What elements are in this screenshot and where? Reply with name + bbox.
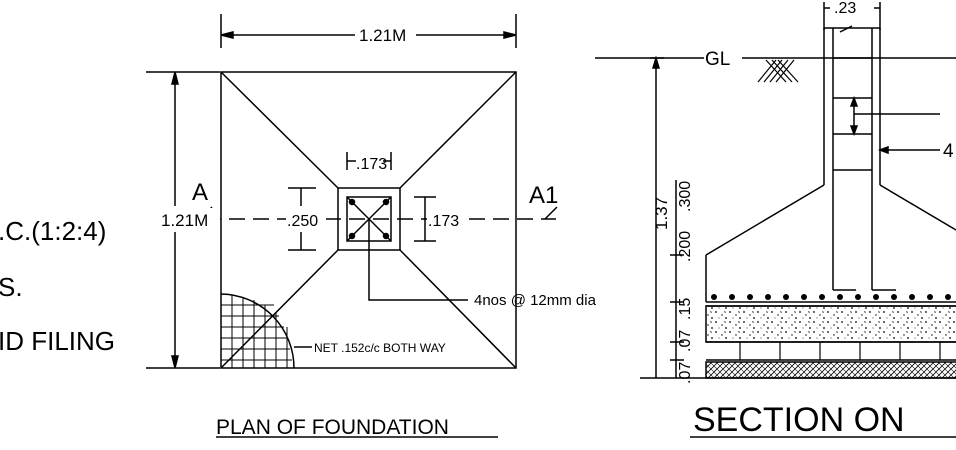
footing-outline [220, 71, 517, 369]
section-labels: .23 GL 4 1.37 .300 .200 .15 .07 .07 SECT… [652, 0, 954, 439]
section-label-end: A1 [529, 182, 558, 209]
plan-width-label: 1.21M [359, 26, 406, 45]
layer-dim-15: .15 [677, 298, 694, 320]
plan-height-dimension [146, 71, 220, 369]
section-drawing [595, 2, 956, 438]
plan-of-foundation [146, 14, 558, 438]
section-title: SECTION ON [693, 401, 905, 439]
section-rebar-dots [711, 294, 951, 300]
ground-hatch [757, 59, 799, 83]
note-line-3: ID FILING [0, 326, 115, 356]
left-notes: .C.(1:2:4) S. ID FILING [0, 216, 115, 356]
layer-dim-300: .300 [677, 181, 694, 212]
section-top-dim: .23 [834, 0, 856, 17]
plan-title: PLAN OF FOUNDATION [216, 416, 449, 439]
plan-labels: 1.21M 1.21M A A1 .173 .250 .173 4nos @ 1… [160, 24, 597, 439]
column-top-dim: .173 [356, 156, 387, 173]
section-right-label: 4 [943, 141, 954, 162]
column-left-dim: .250 [287, 213, 318, 230]
layer-dim-200: .200 [677, 231, 694, 262]
ground-level-label: GL [705, 49, 730, 70]
plan-width-dimension [220, 14, 517, 48]
layer-dim-07b: .07 [677, 362, 694, 384]
layer-dim-07a: .07 [677, 330, 694, 352]
mesh-grid [221, 295, 292, 368]
depth-dim: 1.37 [652, 197, 671, 230]
mesh-note: NET .152c/c BOTH WAY [314, 341, 446, 355]
section-label-start: A [192, 179, 208, 206]
note-line-1: .C.(1:2:4) [0, 216, 106, 246]
column-right-dim: .173 [428, 213, 459, 230]
plan-height-label: 1.21M [161, 211, 208, 230]
note-line-2: S. [0, 272, 23, 302]
brick-joints [739, 342, 941, 360]
rebar-note: 4nos @ 12mm dia [474, 292, 597, 309]
